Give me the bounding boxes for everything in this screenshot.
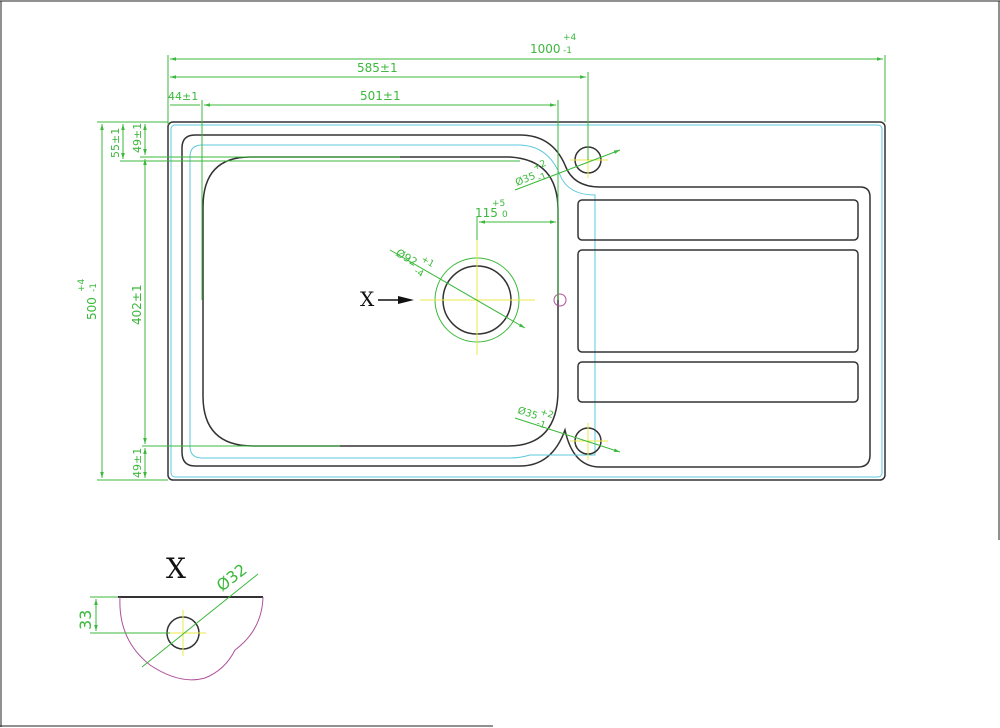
detail-title: X bbox=[166, 552, 186, 585]
drain-hole bbox=[389, 240, 567, 355]
dim-overall-length-upper-tol: +4 bbox=[563, 33, 577, 43]
view-marker-label: X bbox=[360, 287, 375, 311]
dim-overall-width-upper-tol: +4 bbox=[77, 278, 87, 292]
dim-tap-hole-bottom-lower-tol: -1 bbox=[535, 419, 547, 431]
dim-overall-length-lower-tol: -1 bbox=[563, 46, 572, 56]
tap-hole-bottom bbox=[514, 417, 621, 460]
dim-bottom-edge-to-bowl: 49±1 bbox=[131, 448, 144, 478]
dim-bowl-width: 402±1 bbox=[130, 284, 144, 325]
dim-overall-width-lower-tol: -1 bbox=[89, 283, 99, 292]
dim-bowl-to-tap: 585±1 bbox=[357, 61, 398, 75]
bowl bbox=[202, 156, 559, 447]
dim-overall-width: 500 bbox=[85, 297, 99, 320]
detail-hole-depth: 33 bbox=[76, 610, 95, 630]
detail-view-x: X 33 Ø32 bbox=[76, 552, 264, 681]
dim-tap-hole-top-lower-tol: -1 bbox=[536, 172, 548, 185]
dim-tap-hole-bottom-upper-tol: +2 bbox=[539, 407, 555, 421]
dim-top-edge-to-tap: 55±1 bbox=[109, 128, 122, 158]
drainer-rib bbox=[577, 199, 859, 241]
dim-edge-offset: 44±1 bbox=[168, 90, 198, 103]
dim-top-edge-to-bowl: 49±1 bbox=[131, 123, 144, 153]
dim-drain-diameter-upper-tol: +1 bbox=[419, 255, 436, 270]
drainer-rib bbox=[577, 361, 859, 403]
dimension-lines bbox=[97, 55, 886, 481]
dim-tap-hole-top-upper-tol: +2 bbox=[532, 159, 548, 173]
dim-bowl-length: 501±1 bbox=[360, 89, 401, 103]
dim-drain-offset-lower-tol: 0 bbox=[502, 210, 508, 220]
detail-hole-diameter: Ø32 bbox=[213, 560, 251, 595]
sink-outline bbox=[167, 121, 886, 481]
drainer-rib bbox=[577, 249, 859, 353]
dim-overall-length: 1000 bbox=[530, 42, 561, 56]
dim-drain-offset: 115 bbox=[475, 206, 498, 220]
dim-drain-offset-upper-tol: +5 bbox=[492, 199, 505, 209]
dim-drain-diameter: Ø92 bbox=[394, 246, 420, 269]
